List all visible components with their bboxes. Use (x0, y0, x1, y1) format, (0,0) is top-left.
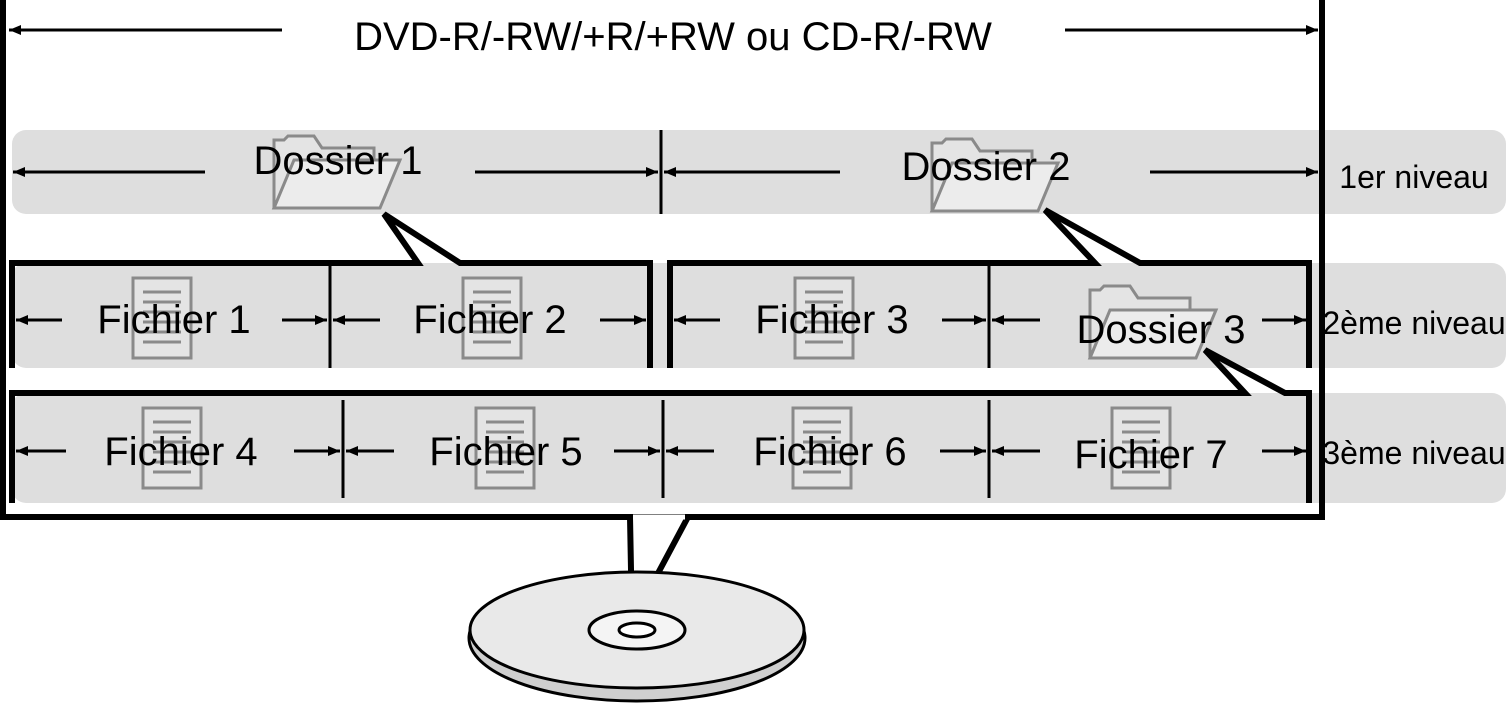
folder3-contents-box (9, 347, 1312, 503)
folder3-label: Dossier 3 (1077, 308, 1246, 352)
file5-label: Fichier 5 (429, 430, 582, 474)
file6-label: Fichier 6 (753, 430, 906, 474)
level1-label: 1er niveau (1339, 159, 1488, 195)
media-title: DVD-R/-RW/+R/+RW ou CD-R/-RW (354, 15, 992, 59)
folder1-label: Dossier 1 (254, 139, 423, 183)
file2-label: Fichier 2 (413, 298, 566, 342)
level3-label: 3ème niveau (1322, 435, 1505, 471)
file3-label: Fichier 3 (755, 298, 908, 342)
folder2-label: Dossier 2 (902, 145, 1071, 189)
folder1-contents-box (9, 211, 653, 368)
level2-label: 2ème niveau (1322, 305, 1505, 341)
file1-label: Fichier 1 (97, 298, 250, 342)
folder2-contents-box (667, 207, 1312, 368)
file4-label: Fichier 4 (104, 430, 257, 474)
disc-icon (467, 570, 807, 703)
file7-label: Fichier 7 (1074, 433, 1227, 477)
